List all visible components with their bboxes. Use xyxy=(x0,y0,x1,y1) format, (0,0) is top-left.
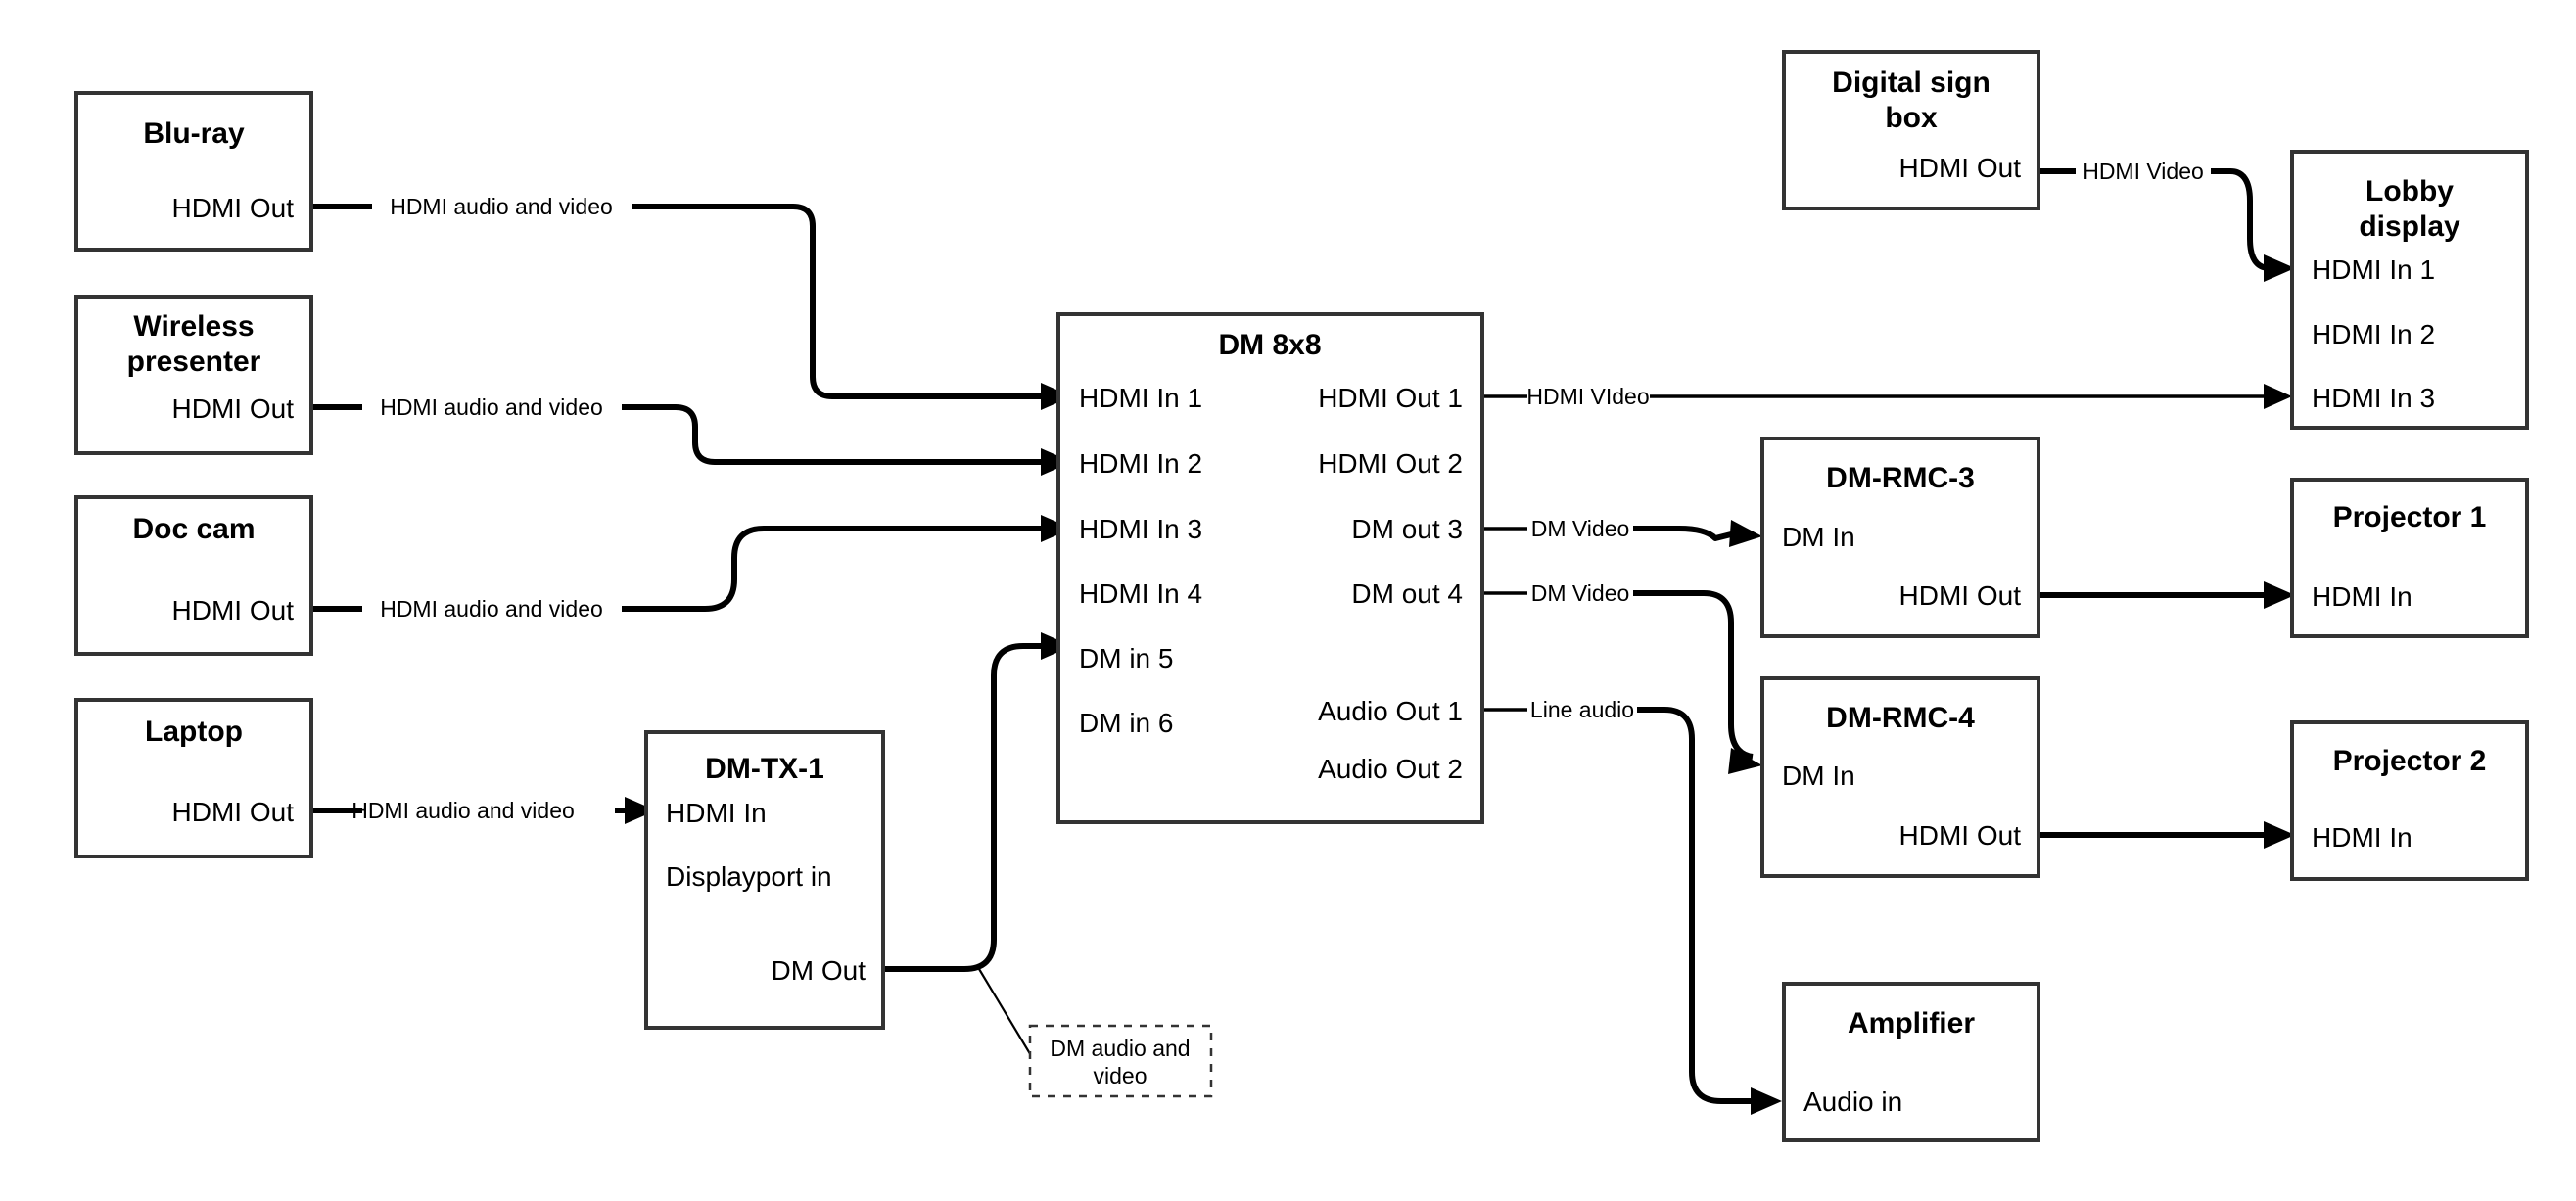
node-dm-8x8-output-5: Audio Out 1 xyxy=(1318,696,1463,726)
wire-sign-to-lobby-in1 xyxy=(2038,168,2295,282)
node-doc-cam-port-out: HDMI Out xyxy=(172,595,295,625)
node-bluray[interactable]: Blu-ray HDMI Out xyxy=(74,91,313,252)
node-lobby-display-title-line2: display xyxy=(2359,210,2460,243)
node-dm-rmc-4[interactable]: DM-RMC-4 DM In HDMI Out xyxy=(1760,676,2040,878)
node-wireless-presenter-title-line1: Wireless xyxy=(133,310,254,343)
wire-doccam-to-dm8x8-in3 xyxy=(311,515,1072,612)
node-projector-2-port-in: HDMI In xyxy=(2312,822,2412,853)
node-dm-8x8-input-2: HDMI In 2 xyxy=(1079,448,1202,479)
node-projector-2-title: Projector 2 xyxy=(2333,745,2487,777)
node-dm-8x8-input-5: DM in 5 xyxy=(1079,643,1173,673)
link-label-hdmiout1-to-lobby: HDMI VIdeo xyxy=(1526,384,1649,409)
node-dm-8x8-input-6: DM in 6 xyxy=(1079,708,1173,738)
wire-laptop-to-dmtx1 xyxy=(311,797,656,824)
node-lobby-display-title-line1: Lobby xyxy=(2365,175,2454,208)
node-digital-sign-box-title-line2: box xyxy=(1885,102,1938,134)
node-lobby-display-port-in2: HDMI In 2 xyxy=(2312,319,2435,349)
node-projector-1-port-in: HDMI In xyxy=(2312,581,2412,612)
node-digital-sign-box[interactable]: Digital sign box HDMI Out xyxy=(1782,50,2040,210)
node-dm-8x8-input-1: HDMI In 1 xyxy=(1079,383,1202,413)
link-label-dmout3-to-rmc3: DM Video xyxy=(1531,516,1630,541)
callout-line2: video xyxy=(1094,1063,1147,1088)
node-doc-cam-title: Doc cam xyxy=(132,513,255,545)
node-bluray-port-out: HDMI Out xyxy=(172,193,295,223)
node-doc-cam[interactable]: Doc cam HDMI Out xyxy=(74,495,313,656)
node-bluray-title: Blu-ray xyxy=(143,117,245,150)
node-dm-rmc-4-title: DM-RMC-4 xyxy=(1826,702,1975,734)
node-wireless-presenter-port-out: HDMI Out xyxy=(172,393,295,424)
node-dm-8x8-output-6: Audio Out 2 xyxy=(1318,754,1463,784)
link-label-laptop-to-tx: HDMI audio and video xyxy=(351,798,575,823)
wire-dm8x8-audioout1-to-amplifier xyxy=(1482,707,1782,1115)
wire-rmc4-to-projector2 xyxy=(2038,821,2295,849)
node-dm-8x8-title: DM 8x8 xyxy=(1218,329,1321,361)
node-dm-rmc-3[interactable]: DM-RMC-3 DM In HDMI Out xyxy=(1760,437,2040,638)
node-dm-tx-1-port-hdmi-in: HDMI In xyxy=(666,798,767,828)
node-digital-sign-box-port-out: HDMI Out xyxy=(1899,153,2022,183)
node-wireless-presenter[interactable]: Wireless presenter HDMI Out xyxy=(74,295,313,455)
node-laptop[interactable]: Laptop HDMI Out xyxy=(74,698,313,858)
node-dm-tx-1-title: DM-TX-1 xyxy=(705,753,824,785)
wire-rmc3-to-projector1 xyxy=(2038,581,2295,609)
node-wireless-presenter-title-line2: presenter xyxy=(127,346,261,378)
node-dm-rmc-4-port-dm-in: DM In xyxy=(1782,761,1855,791)
wire-dmtx1-to-dm8x8-in5 xyxy=(883,632,1072,972)
node-projector-1[interactable]: Projector 1 HDMI In xyxy=(2290,478,2529,638)
node-dm-tx-1[interactable]: DM-TX-1 HDMI In Displayport in DM Out xyxy=(644,730,885,1030)
link-label-sign-to-lobby: HDMI Video xyxy=(2083,159,2204,184)
node-dm-tx-1-port-dm-out: DM Out xyxy=(772,955,866,986)
link-label-bluray-to-in1: HDMI audio and video xyxy=(390,194,613,219)
link-label-doccam-to-in3: HDMI audio and video xyxy=(380,596,603,622)
wire-bluray-to-dm8x8-in1 xyxy=(311,204,1072,410)
node-dm-8x8-output-4: DM out 4 xyxy=(1351,578,1463,609)
wire-dm8x8-dmout3-to-rmc3 xyxy=(1482,520,1762,547)
node-amplifier[interactable]: Amplifier Audio in xyxy=(1782,982,2040,1142)
callout-dm-audio-and-video: DM audio and video xyxy=(1028,1024,1213,1098)
node-dm-8x8[interactable]: DM 8x8 HDMI In 1 HDMI In 2 HDMI In 3 HDM… xyxy=(1056,312,1484,824)
wire-dm8x8-hdmiout1-to-lobby-in3 xyxy=(1482,384,2292,409)
node-projector-1-title: Projector 1 xyxy=(2333,501,2487,533)
node-dm-8x8-input-3: HDMI In 3 xyxy=(1079,514,1202,544)
node-dm-rmc-3-port-hdmi-out: HDMI Out xyxy=(1899,580,2022,611)
node-laptop-title: Laptop xyxy=(145,716,243,748)
callout-line1: DM audio and xyxy=(1050,1036,1190,1061)
node-amplifier-title: Amplifier xyxy=(1848,1007,1975,1039)
node-dm-8x8-input-4: HDMI In 4 xyxy=(1079,578,1202,609)
link-label-audioout1-to-amp: Line audio xyxy=(1530,697,1634,722)
node-digital-sign-box-title-line1: Digital sign xyxy=(1832,67,1991,99)
node-projector-2[interactable]: Projector 2 HDMI In xyxy=(2290,720,2529,881)
node-dm-rmc-3-port-dm-in: DM In xyxy=(1782,522,1855,552)
node-dm-8x8-output-3: DM out 3 xyxy=(1351,514,1463,544)
link-label-dmout4-to-rmc4: DM Video xyxy=(1531,580,1630,606)
wire-dm8x8-dmout4-to-rmc4 xyxy=(1482,590,1762,774)
node-dm-tx-1-port-displayport-in: Displayport in xyxy=(666,861,832,892)
link-label-wireless-to-in2: HDMI audio and video xyxy=(380,394,603,420)
node-dm-8x8-output-1: HDMI Out 1 xyxy=(1318,383,1463,413)
node-dm-8x8-output-2: HDMI Out 2 xyxy=(1318,448,1463,479)
node-lobby-display[interactable]: Lobby display HDMI In 1 HDMI In 2 HDMI I… xyxy=(2290,150,2529,430)
link-label-group: HDMI audio and video HDMI audio and vide… xyxy=(351,159,2204,823)
node-amplifier-port-in: Audio in xyxy=(1803,1086,1902,1117)
node-dm-rmc-3-title: DM-RMC-3 xyxy=(1826,462,1975,494)
node-lobby-display-port-in1: HDMI In 1 xyxy=(2312,254,2435,285)
node-lobby-display-port-in3: HDMI In 3 xyxy=(2312,383,2435,413)
callout-leader-line xyxy=(978,968,1039,1068)
node-laptop-port-out: HDMI Out xyxy=(172,797,295,827)
node-dm-rmc-4-port-hdmi-out: HDMI Out xyxy=(1899,820,2022,851)
